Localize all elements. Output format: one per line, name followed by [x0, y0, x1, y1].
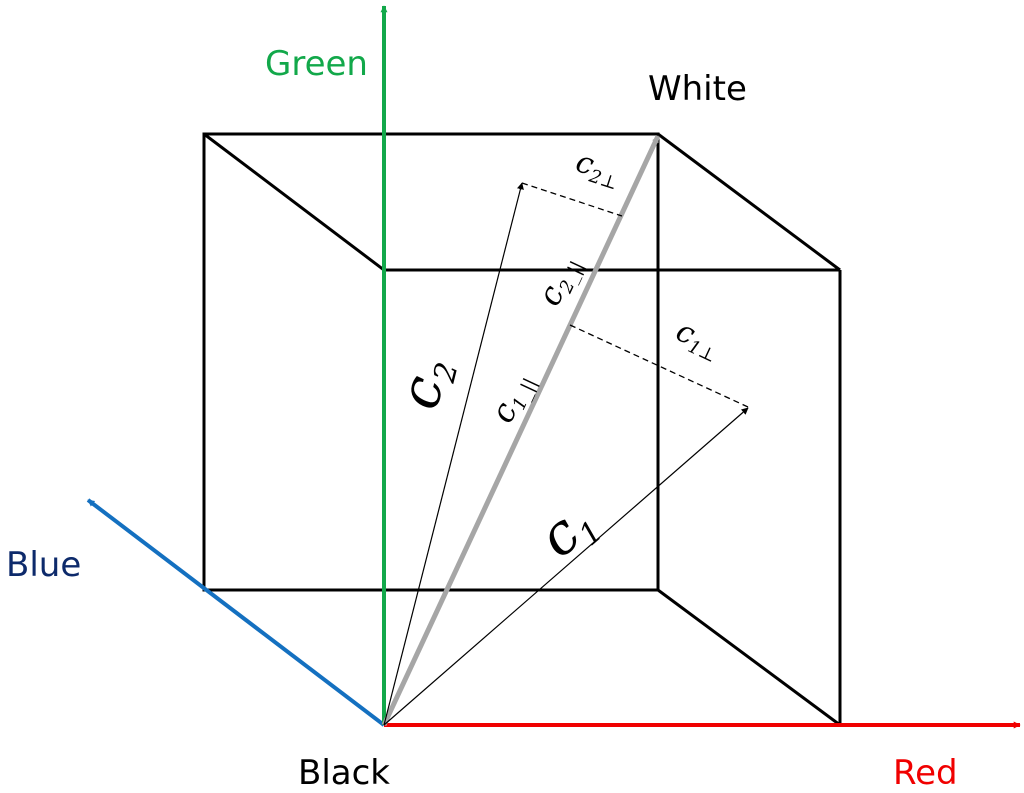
c1-vector-arrow — [383, 407, 749, 726]
cube-edge-top-right — [657, 132, 841, 272]
c1-perp-label: c1⊥ — [669, 314, 726, 368]
black-corner-label: Black — [298, 753, 390, 793]
c1-parallel-label: c1_|| — [483, 367, 542, 430]
c2-vector-arrow — [383, 182, 524, 726]
c2-perp-dashed-line — [521, 182, 623, 217]
blue-axis-arrow — [86, 498, 386, 727]
c2-perp-label: c2⊥ — [571, 144, 626, 194]
cube-edge-bottom-right — [657, 588, 841, 727]
cube-edge-top-left — [203, 132, 385, 272]
red-axis-label: Red — [893, 753, 958, 793]
green-axis-label: Green — [265, 44, 368, 84]
white-corner-label: White — [648, 69, 747, 109]
c2-vector-label: c2 — [387, 351, 466, 417]
gray-diagonal-vector — [381, 134, 661, 727]
cube-back-face — [202, 132, 660, 592]
blue-axis-label: Blue — [6, 545, 81, 585]
cube — [202, 132, 842, 727]
c1-vector-label: c1 — [527, 488, 610, 573]
c1-perp-dashed-line — [569, 324, 749, 408]
